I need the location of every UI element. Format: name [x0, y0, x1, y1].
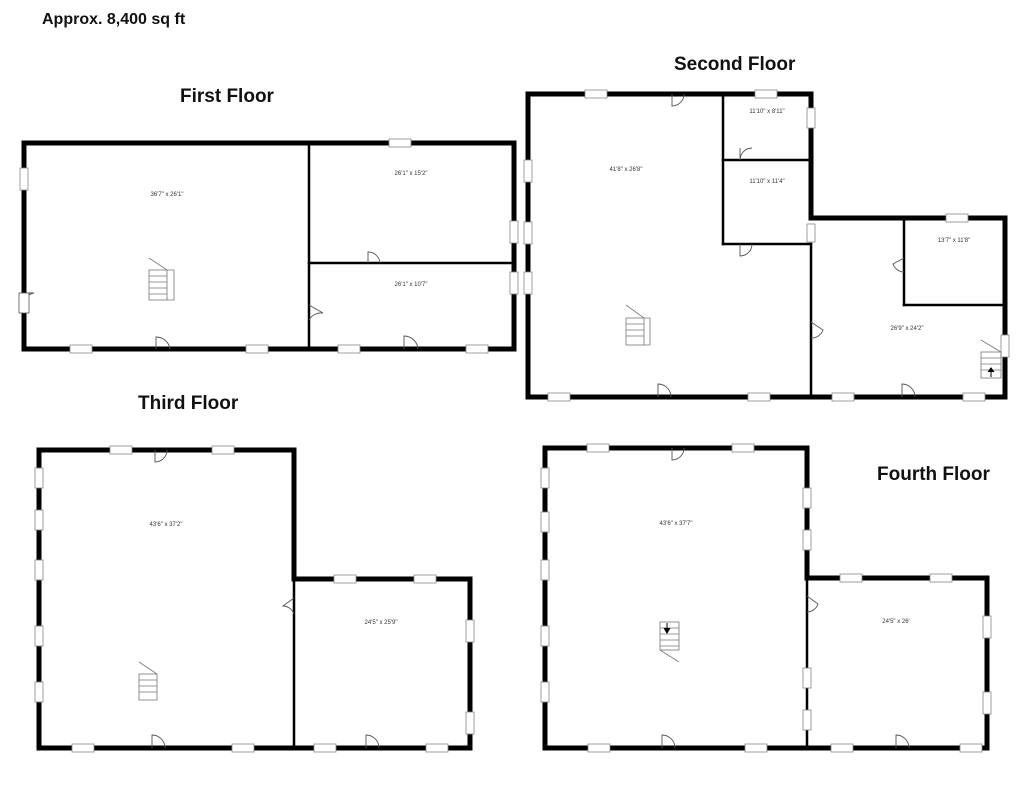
door-swing: [901, 383, 916, 398]
room-dimension: 11'10" x 8'11": [749, 109, 784, 115]
door-group: [661, 447, 910, 749]
window: [337, 344, 361, 354]
total-area-label: Approx. 8,400 sq ft: [42, 11, 186, 28]
door-swing: [892, 257, 905, 273]
room-dimension: 36'7" x 26'1": [151, 192, 184, 198]
fourth-floor-title: Fourth Floor: [877, 464, 990, 485]
door-group: [18, 251, 419, 350]
window: [509, 271, 519, 295]
room-dimension: 41'8" x 26'8": [610, 167, 643, 173]
door-swing: [671, 93, 685, 107]
door-swing: [308, 304, 324, 321]
room-dimension: 26'1" x 10'7": [395, 282, 428, 288]
door-swing: [155, 336, 171, 350]
room-dimension: 43'6" x 37'2": [150, 522, 183, 528]
door-swing: [154, 449, 168, 463]
second-floor-outer-wall: [525, 91, 1008, 400]
door-swing: [365, 734, 380, 749]
room-dimension: 26'9" x 24'2": [891, 326, 924, 332]
door-swing: [739, 243, 753, 257]
down-arrow-icon: [663, 623, 671, 634]
room-dimension: 24'5" x 26': [882, 619, 909, 625]
window: [509, 220, 519, 244]
third-floor-title: Third Floor: [138, 393, 239, 414]
door-swing: [810, 321, 824, 339]
door-swing: [661, 734, 676, 749]
door-swing: [895, 734, 910, 749]
door-swing: [657, 383, 672, 398]
door-group: [151, 449, 380, 749]
door-swing: [367, 251, 381, 264]
first-floor-title: First Floor: [180, 86, 274, 107]
staircase: [980, 339, 1002, 379]
window: [465, 344, 489, 354]
first-floor-plan: 36'7" x 26'1" 26'1" x 15'2" 26'1" x 10'7…: [18, 138, 519, 354]
room-dimension: 43'6" x 37'7": [660, 521, 693, 527]
staircase: [659, 621, 680, 663]
room-dimension: 13'7" x 11'8": [938, 238, 970, 244]
window: [245, 344, 269, 354]
window-group: [19, 138, 519, 354]
door-swing: [739, 147, 753, 161]
window-group: [523, 89, 1010, 402]
door-swing: [281, 597, 295, 615]
staircase: [138, 661, 158, 701]
window: [19, 167, 29, 191]
staircase: [148, 257, 175, 301]
fourth-floor-outer-wall: [542, 445, 990, 751]
first-floor-outer-wall: [21, 140, 517, 352]
door-swing: [806, 595, 819, 613]
room-dimension: 11'10" x 11'4": [749, 179, 784, 185]
door-group: [657, 93, 916, 398]
window-group: [34, 445, 475, 753]
fourth-floor-plan: 43'6" x 37'7" 24'5" x 26': [540, 443, 992, 753]
room-dimension: 26'1" x 15'2": [395, 171, 428, 177]
staircase: [625, 304, 651, 346]
door-swing: [403, 335, 419, 350]
third-floor-plan: 43'6" x 37'2" 24'5" x 25'9": [34, 445, 475, 753]
window: [69, 344, 93, 354]
door: [18, 292, 30, 314]
second-floor-title: Second Floor: [674, 54, 796, 75]
third-floor-outer-wall: [36, 447, 473, 751]
window: [388, 138, 412, 148]
second-floor-plan: 41'8" x 26'8" 11'10" x 8'11" 11'10" x 11…: [523, 89, 1010, 402]
room-dimension: 24'5" x 25'9": [365, 620, 398, 626]
door-swing: [151, 734, 166, 749]
up-arrow-icon: [987, 367, 995, 377]
door-swing: [671, 447, 685, 461]
window-group: [540, 443, 992, 753]
